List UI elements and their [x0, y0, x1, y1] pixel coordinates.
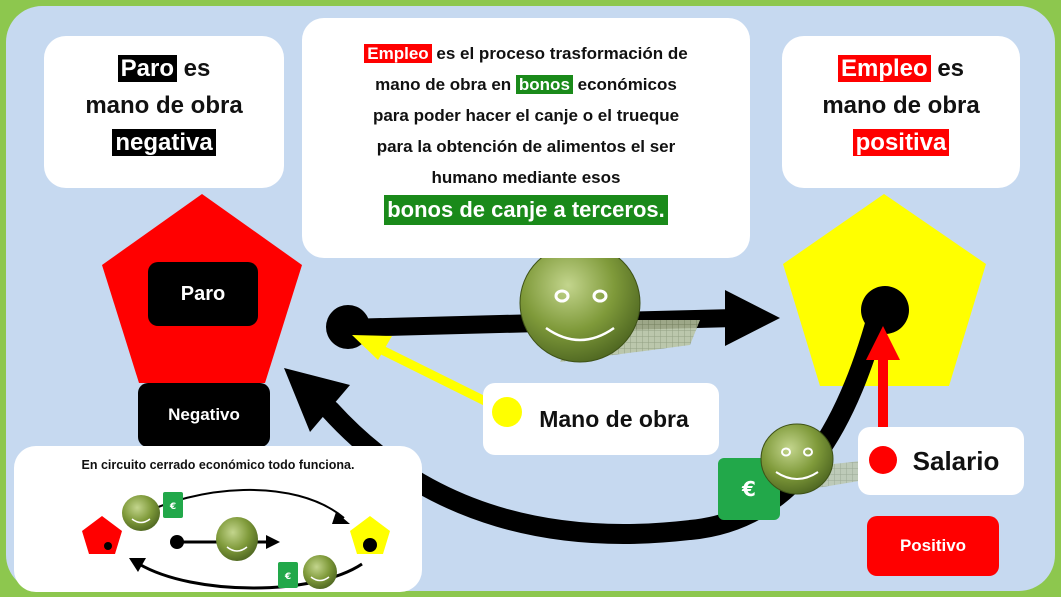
euro-sign: € [741, 477, 756, 501]
mini-top-arrowhead [332, 512, 350, 524]
hand-arrowhead [352, 335, 392, 360]
empleo-line2: mano de obra [822, 92, 980, 119]
mini-start-dot [104, 542, 112, 550]
positivo-label: Positivo [867, 516, 999, 576]
empleo-explanation-card: Empleo es el proceso trasformación de ma… [302, 18, 750, 258]
positiva-highlight: positiva [852, 129, 950, 156]
smiley-mouth [226, 546, 248, 552]
empleo-definition-card: Empleo es mano de obra positiva [782, 36, 1020, 188]
empleo-highlight: Empleo [364, 44, 432, 63]
center-line5: humano mediante esos [431, 168, 621, 187]
mini-paro-dot [170, 535, 184, 549]
closed-circuit-caption: En circuito cerrado económico todo funci… [81, 458, 355, 472]
empleo-es-text: es [930, 55, 965, 82]
mini-bottom-arrowhead [129, 558, 146, 572]
paro-es-text: es [176, 55, 211, 82]
negativa-highlight: negativa [112, 129, 216, 156]
center-line1: es el proceso trasformación de [431, 44, 688, 63]
salary-arrowhead [866, 326, 900, 360]
mini-bottom-arc [138, 562, 363, 590]
smiley-mouth [310, 576, 330, 582]
smiley-face-icon [760, 423, 834, 495]
closed-circuit-diagram: € € [82, 489, 390, 590]
smiley-face-icon [216, 517, 258, 561]
center-line2-post: económicos [572, 75, 677, 94]
empleo-dot [861, 286, 909, 334]
mini-top-arc [138, 489, 345, 519]
paro-definition-card: Paro es mano de obra negativa [44, 36, 284, 188]
return-arrowhead [284, 368, 350, 432]
work-arrowhead [725, 290, 780, 346]
smiley-mouth [545, 326, 615, 342]
bonos-highlight: bonos [515, 75, 573, 94]
mini-euro-sign: € [284, 572, 291, 582]
smiley-face-icon [122, 495, 160, 531]
smiley-face-icon [303, 555, 337, 589]
center-line4: para la obtención de alimentos el ser [376, 137, 676, 156]
mano-de-obra-label: Mano de obra [483, 383, 719, 455]
negativo-label: Negativo [138, 383, 270, 447]
mini-paro-pentagon [82, 516, 122, 554]
center-line3: para poder hacer el canje o el trueque [372, 106, 680, 125]
smiley-face-icon [519, 243, 641, 363]
mini-empleo-pentagon [350, 516, 390, 554]
smiley-eye [554, 289, 570, 303]
euro-note-icon [278, 562, 298, 588]
paro-label: Paro [148, 262, 258, 326]
mini-euro-sign: € [169, 502, 176, 512]
euro-note-icon [163, 492, 183, 518]
mini-work-arrowhead [266, 535, 280, 549]
empleo-title-highlight: Empleo [837, 55, 931, 82]
mini-empleo-dot [363, 538, 377, 552]
bonos-canje-highlight: bonos de canje a terceros. [384, 195, 668, 225]
smiley-mouth [775, 471, 819, 480]
salario-label: Salario [858, 427, 1024, 495]
smiley-eye [592, 289, 608, 303]
paro-highlight: Paro [117, 55, 177, 82]
smiley-eye [781, 447, 791, 457]
closed-circuit-card: En circuito cerrado económico todo funci… [14, 446, 422, 592]
smiley-eye [803, 447, 813, 457]
center-line2-pre: mano de obra en [375, 75, 516, 94]
paro-line2: mano de obra [85, 92, 243, 119]
smiley-mouth [131, 518, 151, 524]
return-arc [320, 296, 890, 544]
